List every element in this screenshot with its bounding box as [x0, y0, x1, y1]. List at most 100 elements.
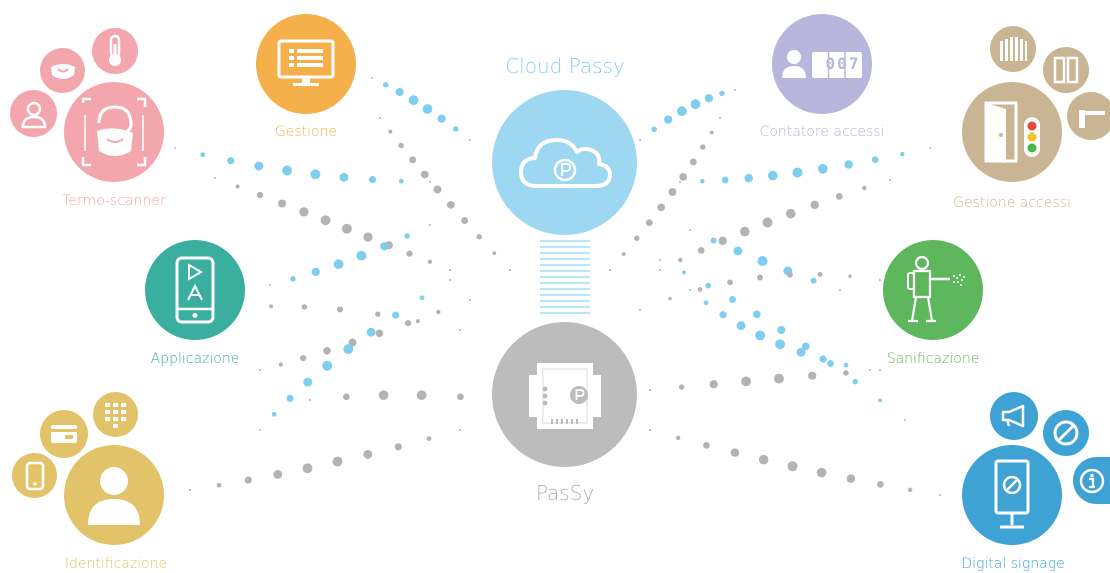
connection-dot — [323, 347, 331, 355]
connection-dot — [774, 373, 784, 384]
connection-dot — [429, 224, 431, 226]
connection-dot — [819, 355, 827, 363]
connection-dot — [256, 191, 264, 199]
connection-dot — [368, 176, 377, 184]
connection-dot — [419, 295, 425, 301]
connection-dot — [757, 256, 768, 266]
ds-prohibited — [1043, 410, 1089, 456]
gestione-node — [256, 14, 356, 114]
connection-dot — [378, 390, 389, 401]
connection-dot — [244, 476, 252, 484]
connection-dot — [801, 342, 810, 351]
connection-dot — [371, 77, 373, 79]
connection-dot — [755, 330, 766, 341]
connection-dot — [889, 179, 891, 181]
connection-dot — [380, 242, 389, 251]
contatore-node: 007 — [772, 14, 872, 114]
device-node — [492, 322, 637, 467]
connection-dot — [422, 104, 433, 114]
connection-dot — [341, 223, 352, 234]
connection-dot — [877, 481, 884, 488]
connection-dot — [818, 164, 828, 174]
cloud-icon — [518, 137, 612, 188]
connection-dot — [332, 456, 343, 467]
connection-dot — [664, 115, 673, 124]
connection-dot — [677, 106, 687, 117]
connection-dot — [808, 371, 817, 380]
connection-dot — [302, 463, 313, 474]
connection-dot — [734, 89, 736, 91]
connection-dot — [700, 179, 705, 184]
connection-dot — [878, 398, 883, 403]
connection-dot — [363, 232, 373, 242]
monitor-list-icon — [277, 39, 335, 86]
connection-dot — [271, 411, 277, 417]
id-phone — [12, 453, 57, 498]
phone-icon — [25, 461, 44, 490]
connection-dot — [929, 147, 931, 149]
thermometer-icon — [109, 34, 121, 66]
connection-dot — [227, 157, 235, 165]
cloud-node — [492, 90, 637, 235]
connection-dot — [388, 129, 393, 134]
connection-dot — [309, 399, 311, 401]
connection-dot — [705, 282, 711, 289]
connection-dot — [200, 152, 206, 158]
connection-dot — [718, 236, 727, 246]
connection-dot — [835, 193, 843, 200]
contatore-label: Contatore accessi — [759, 124, 885, 140]
ga-barrier — [1067, 92, 1110, 140]
connection-dot — [758, 454, 769, 465]
connection-dot — [383, 81, 389, 88]
ds-megaphone — [990, 392, 1038, 440]
connection-dot — [426, 436, 432, 441]
connection-dot — [827, 360, 834, 368]
device-title: PasSy — [535, 481, 595, 505]
connection-dot — [436, 309, 441, 315]
connection-dot — [697, 286, 703, 292]
connection-dot — [816, 467, 827, 478]
connection-dot — [375, 329, 384, 338]
connection-dot — [843, 362, 849, 368]
face-scan-icon — [81, 97, 147, 167]
connection-dot — [900, 151, 905, 157]
connection-dot — [406, 250, 413, 257]
connection-dot — [343, 393, 350, 401]
connection-dot — [404, 233, 410, 239]
connection-dot — [757, 274, 763, 281]
connection-dot — [817, 271, 823, 277]
connection-dot — [659, 269, 661, 271]
connection-dot — [492, 251, 497, 256]
connection-dot — [395, 87, 404, 97]
door-traffic-light-icon — [984, 101, 1040, 163]
connection-dot — [446, 201, 455, 209]
connection-dot — [278, 362, 283, 367]
counter-digits: 007 — [825, 54, 861, 73]
connection-dot — [689, 158, 697, 166]
connection-dot — [453, 126, 459, 132]
connection-dot — [476, 233, 482, 240]
connection-dot — [469, 299, 471, 301]
connection-dot — [787, 461, 798, 472]
connection-dot — [689, 229, 691, 231]
connection-dot — [703, 300, 709, 306]
connection-dot — [286, 394, 294, 402]
connection-dot — [259, 429, 261, 431]
prohibited-icon — [1053, 420, 1079, 446]
connection-dot — [741, 376, 751, 387]
connection-dot — [322, 360, 333, 371]
connection-dot — [810, 200, 819, 210]
connection-dot — [282, 165, 293, 176]
connection-dot — [392, 311, 400, 319]
connection-dot — [843, 370, 849, 376]
connection-dot — [639, 139, 641, 141]
connection-dot — [844, 160, 853, 169]
connection-dot — [639, 309, 641, 311]
connection-dot — [862, 185, 867, 191]
connection-dot — [398, 142, 404, 149]
connection-dot — [752, 310, 761, 319]
connection-dot — [719, 117, 721, 119]
connection-dot — [762, 217, 773, 228]
